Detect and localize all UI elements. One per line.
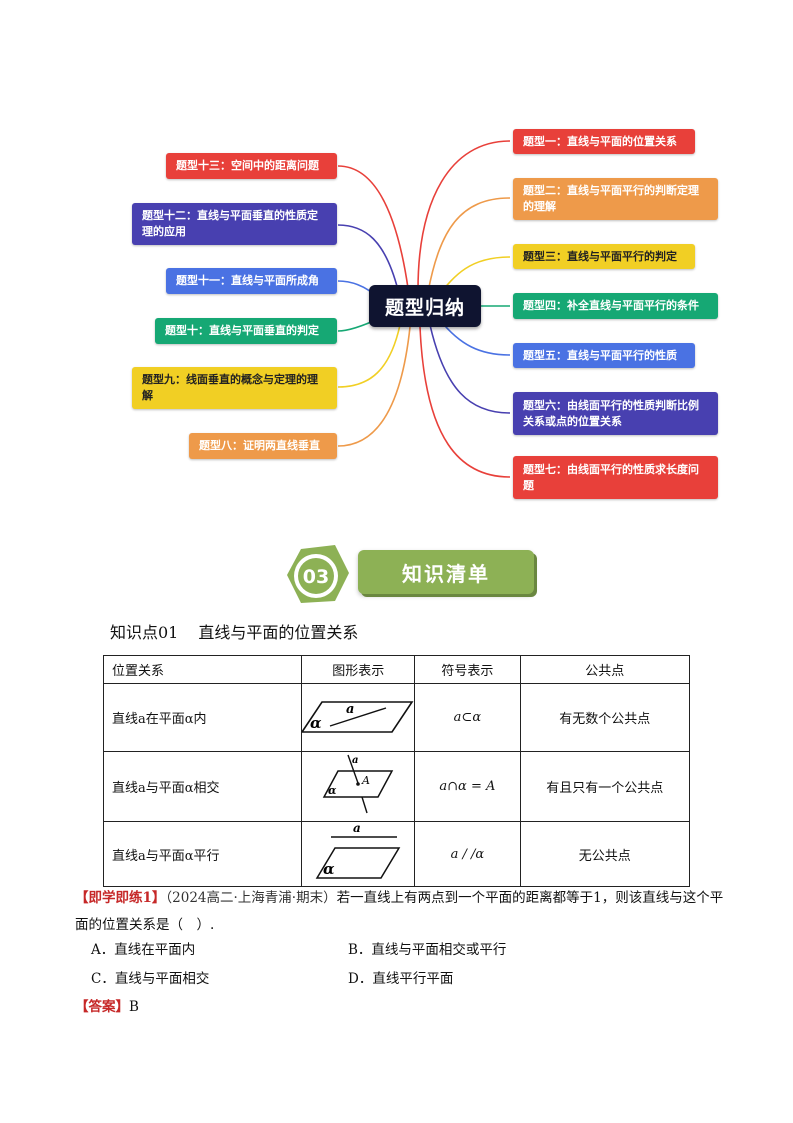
exercise-tag: 【即学即练1】 <box>75 890 166 906</box>
position-relation-table: 位置关系 图形表示 符号表示 公共点 直线a在平面α内 α a a⊂α 有无数个… <box>102 655 690 887</box>
option-a: A．直线在平面内 <box>91 942 196 958</box>
figure-cell: a α <box>301 821 416 887</box>
common-point-cell: 无公共点 <box>519 821 690 887</box>
topic-2: 题型二：直线与平面平行的判断定理的理解 <box>513 178 718 220</box>
table-header-row: 位置关系 图形表示 符号表示 公共点 <box>102 655 690 684</box>
answer-tag: 【答案】 <box>75 999 129 1015</box>
option-d: D．直线平行平面 <box>348 971 454 987</box>
option-c: C．直线与平面相交 <box>91 971 210 987</box>
figure-label: a <box>346 702 354 717</box>
exercise-question: 【即学即练1】（2024高二·上海青浦·期末）若一直线上有两点到一个平面的距离都… <box>75 885 725 939</box>
figure-cell: α a <box>300 683 416 752</box>
connector-t2 <box>427 197 511 293</box>
knowledge-point-heading: 知识点01 直线与平面的位置关系 <box>110 619 358 643</box>
connector-t8 <box>337 326 411 447</box>
relation-cell: 直线a与平面α平行 <box>102 821 303 887</box>
mindmap-center: 题型归纳 <box>369 285 481 327</box>
section-number-badge: 03 <box>287 545 349 603</box>
common-point-cell: 有无数个公共点 <box>519 683 690 752</box>
figure-label: α <box>328 784 337 797</box>
common-point-cell: 有且只有一个公共点 <box>519 751 690 822</box>
figure-label: a <box>352 755 358 766</box>
topic-5: 题型五：直线与平面平行的性质 <box>513 343 695 368</box>
knowledge-point-title: 直线与平面的位置关系 <box>198 623 359 642</box>
connector-t1 <box>417 140 511 291</box>
topic-13: 题型十三：空间中的距离问题 <box>166 153 337 179</box>
line-intersects-plane-figure: a A α <box>323 754 394 813</box>
figure-label: A <box>361 774 370 787</box>
connector-t13 <box>337 165 409 289</box>
topic-6: 题型六：由线面平行的性质判断比例关系或点的位置关系 <box>513 392 718 435</box>
relation-cell: 直线a在平面α内 <box>102 683 303 752</box>
connector-t12 <box>337 224 399 291</box>
exercise-text: 若一直线上有两点到一个平面的距离都等于1，则该直线与这个平面的位置关系是（ ）. <box>75 890 724 933</box>
connector-t5 <box>439 319 511 356</box>
table-row: 直线a与平面α平行 a α a / /α 无公共点 <box>102 821 690 887</box>
topic-7: 题型七：由线面平行的性质求长度问题 <box>513 456 718 499</box>
figure-label: α <box>323 860 335 878</box>
table-row: 直线a与平面α相交 a A α a∩α = A 有且只有一个公共点 <box>102 751 690 822</box>
topic-8: 题型八：证明两直线垂直 <box>189 433 337 459</box>
header-common: 公共点 <box>519 655 690 684</box>
figure-cell: a A α <box>301 751 416 822</box>
relation-cell: 直线a与平面α相交 <box>102 751 303 822</box>
connector-t6 <box>429 324 511 414</box>
topic-12: 题型十二：直线与平面垂直的性质定理的应用 <box>132 203 337 245</box>
exercise-answer: 【答案】B <box>75 995 139 1015</box>
exercise-source: （2024高二·上海青浦·期末） <box>165 890 337 906</box>
knowledge-point-label: 知识点01 <box>110 623 179 642</box>
topic-11: 题型十一：直线与平面所成角 <box>166 268 337 294</box>
header-figure: 图形表示 <box>301 655 416 684</box>
symbol-cell: a / /α <box>414 821 521 887</box>
line-parallel-plane-figure: a α <box>315 821 401 879</box>
section-title: 知识清单 <box>358 550 534 594</box>
topic-4: 题型四：补全直线与平面平行的条件 <box>513 293 718 319</box>
topic-3: 题型三：直线与平面平行的判定 <box>513 244 695 269</box>
connector-t7 <box>419 326 511 478</box>
topic-1: 题型一：直线与平面的位置关系 <box>513 129 695 154</box>
topic-10: 题型十：直线与平面垂直的判定 <box>155 318 337 344</box>
option-b: B．直线与平面相交或平行 <box>348 942 507 958</box>
topic-9: 题型九：线面垂直的概念与定理的理解 <box>132 367 337 409</box>
symbol-cell: a∩α = A <box>414 751 521 822</box>
figure-label: a <box>353 822 361 835</box>
figure-label: α <box>310 714 322 732</box>
header-relation: 位置关系 <box>102 655 303 684</box>
answer-value: B <box>129 999 139 1015</box>
line-in-plane-figure: α a <box>300 700 414 733</box>
header-symbol: 符号表示 <box>414 655 521 684</box>
section-number: 03 <box>303 566 329 588</box>
connector-t9 <box>337 324 401 388</box>
table-row: 直线a在平面α内 α a a⊂α 有无数个公共点 <box>102 683 690 752</box>
symbol-cell: a⊂α <box>414 683 521 752</box>
